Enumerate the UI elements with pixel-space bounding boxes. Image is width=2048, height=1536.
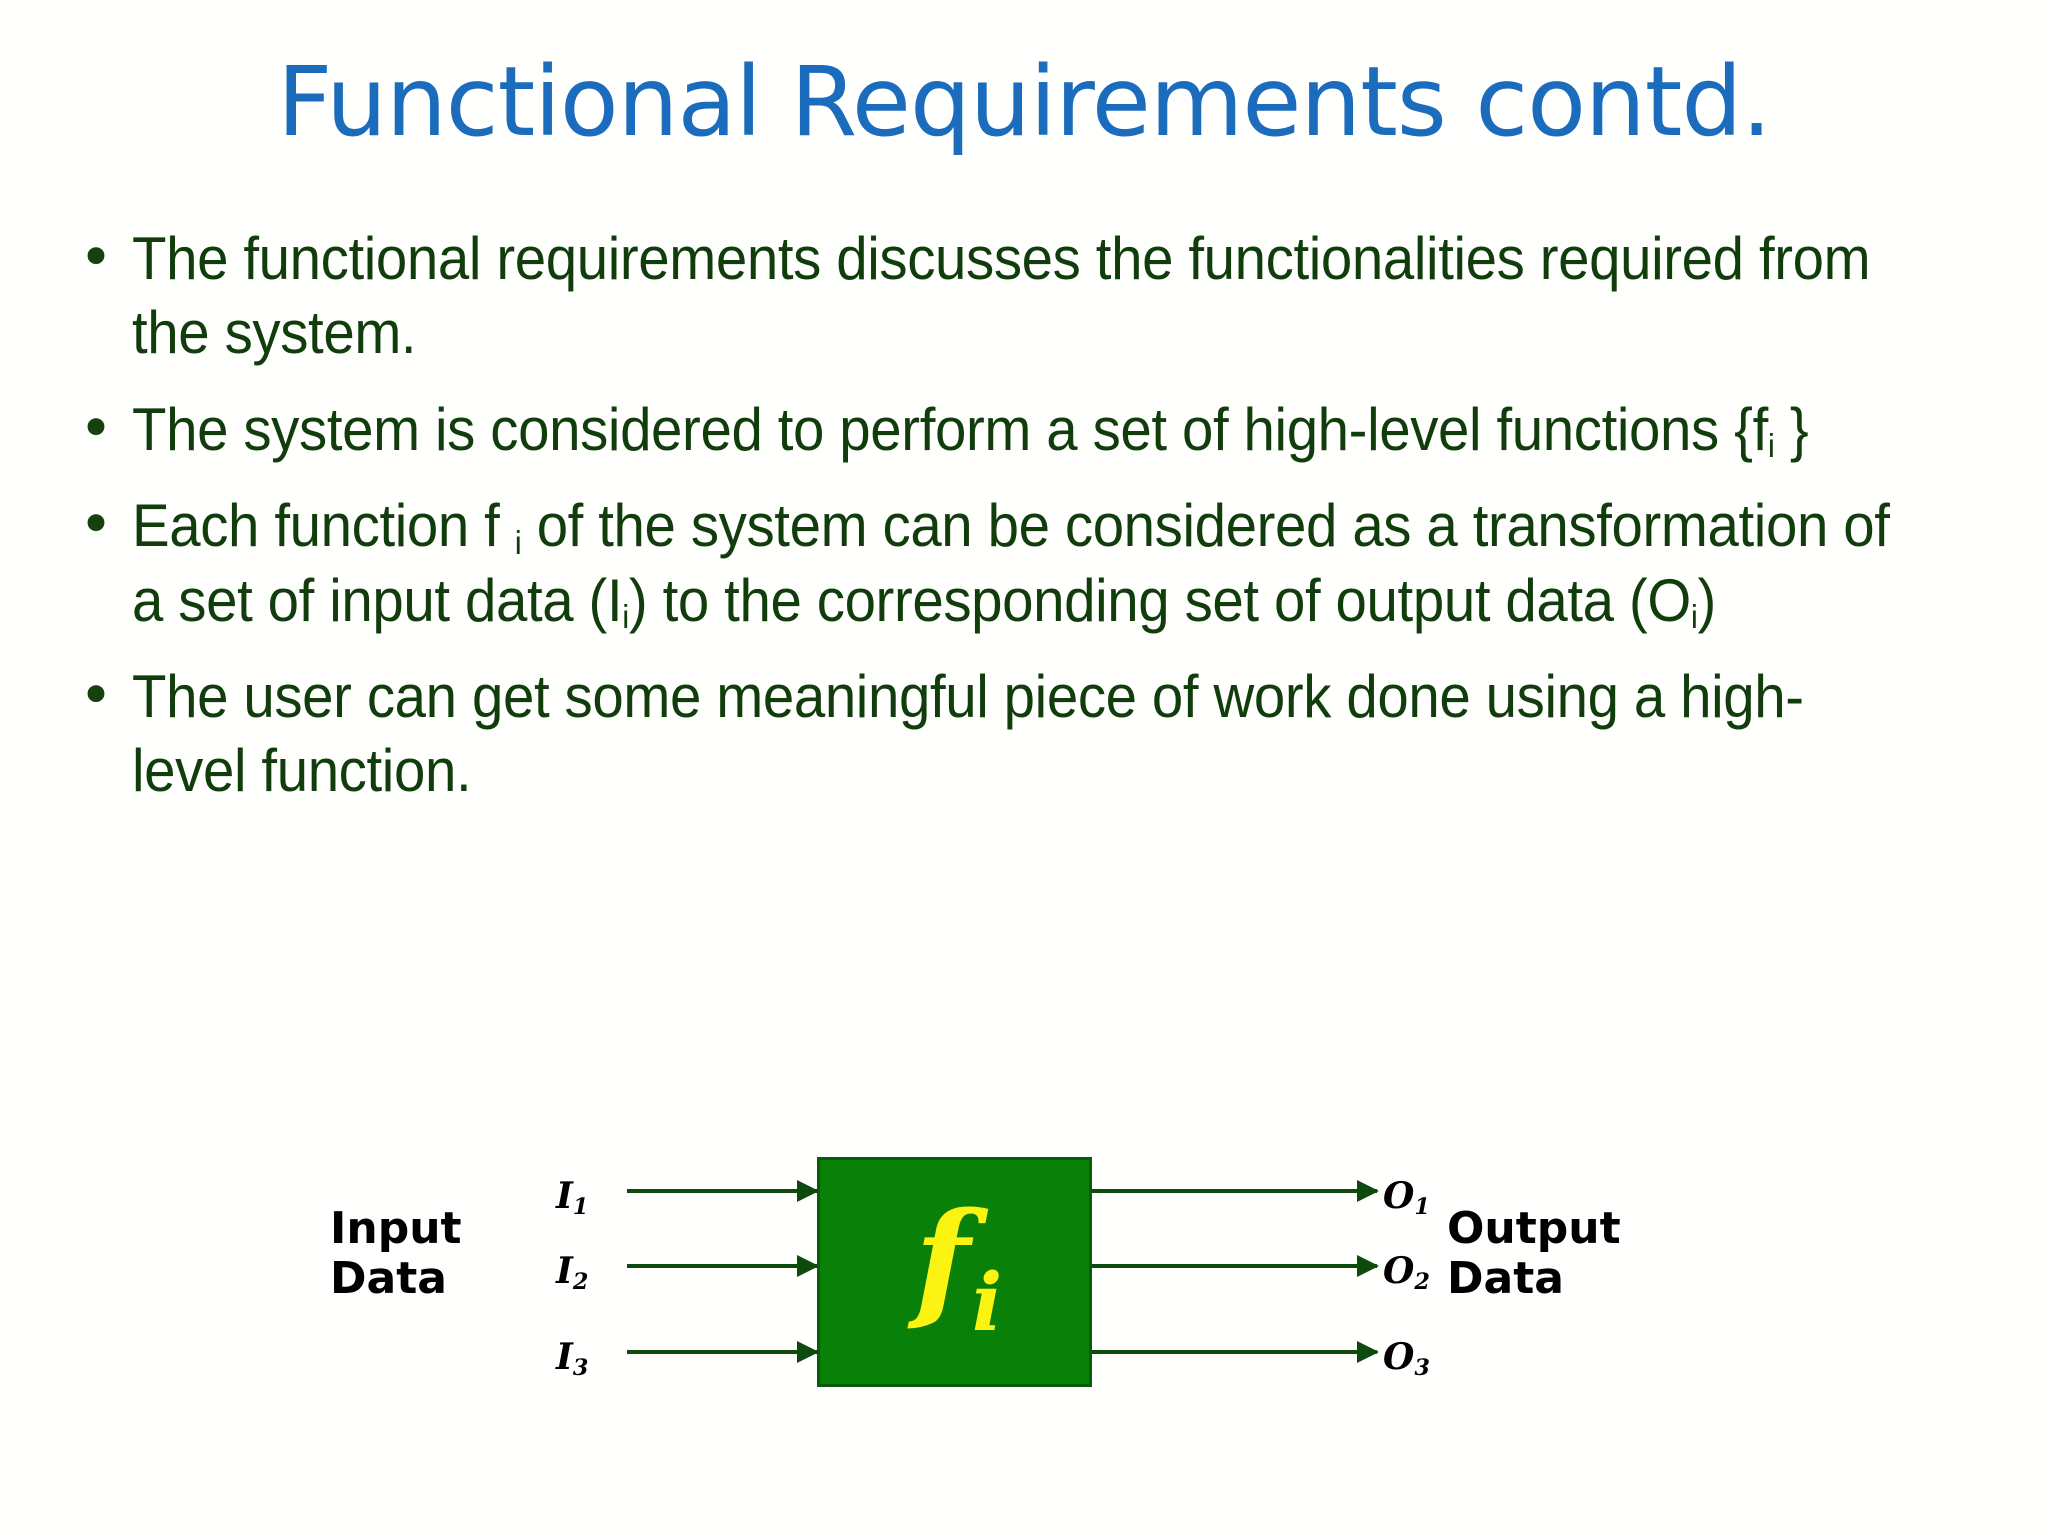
bullet-2-subscript: i [1767, 428, 1775, 466]
output-port-2: O2 [1383, 1252, 1430, 1295]
bullet-3-subscript-1: i [514, 524, 522, 562]
output-port-2-index: 2 [1414, 1269, 1430, 1296]
input-port-2: I2 [556, 1252, 588, 1295]
bullet-text-1: The functional requirements discusses th… [132, 222, 1907, 371]
bullet-3-subscript-2: i [622, 598, 629, 636]
input-port-2-index: 2 [572, 1269, 589, 1296]
input-port-1-base: I [556, 1175, 573, 1217]
input-arrow-1-icon [627, 1180, 819, 1202]
bullet-text-4: The user can get some meaningful piece o… [132, 660, 1907, 809]
input-data-label-line1: Input [330, 1203, 462, 1254]
bullet-marker-2: • [78, 393, 114, 462]
list-item: • The functional requirements discusses … [60, 222, 2020, 371]
function-box-index: i [971, 1255, 1003, 1349]
bullet-2-prefix: The system is considered to perform a se… [132, 395, 1768, 463]
input-arrow-2-icon [627, 1255, 819, 1277]
bullet-3-part3: ) to the corresponding set of output dat… [628, 566, 1691, 634]
bullet-text-2: The system is considered to perform a se… [132, 393, 1907, 467]
input-port-1: I1 [556, 1177, 588, 1220]
bullet-marker-4: • [78, 660, 114, 729]
input-arrow-3-icon [627, 1341, 819, 1363]
input-port-3-base: I [556, 1336, 573, 1378]
output-port-1-base: O [1383, 1175, 1415, 1217]
bullet-marker-3: • [78, 490, 114, 559]
input-port-3: I3 [556, 1338, 588, 1381]
input-data-label: Input Data [330, 1204, 462, 1304]
function-box: fi [817, 1157, 1092, 1387]
bullet-4-body: The user can get some meaningful piece o… [132, 662, 1804, 805]
output-port-1-index: 1 [1414, 1194, 1430, 1221]
bullet-3-part4: ) [1697, 566, 1717, 634]
output-arrow-1-icon [1092, 1180, 1379, 1202]
bullet-list: • The functional requirements discusses … [60, 222, 2020, 831]
output-data-label: Output Data [1447, 1204, 1621, 1304]
output-port-3-base: O [1383, 1336, 1415, 1378]
input-port-1-index: 1 [572, 1194, 589, 1221]
function-box-base: f [914, 1185, 970, 1335]
input-port-2-base: I [556, 1250, 573, 1292]
bullet-3-subscript-3: i [1690, 598, 1698, 636]
output-port-2-base: O [1383, 1250, 1415, 1292]
input-data-label-line2: Data [330, 1253, 447, 1304]
bullet-3-part2: of the system can be considered as a tra… [132, 492, 1890, 634]
output-data-label-line2: Data [1447, 1253, 1564, 1304]
list-item: • The user can get some meaningful piece… [60, 660, 2020, 809]
input-port-3-index: 3 [572, 1355, 589, 1382]
bullet-2-suffix: } [1774, 395, 1809, 463]
list-item: • Each function f i of the system can be… [60, 489, 2020, 638]
bullet-text-3: Each function f i of the system can be c… [132, 489, 1907, 638]
output-port-1: O1 [1383, 1177, 1430, 1220]
function-box-label: fi [820, 1160, 1095, 1390]
output-arrow-2-icon [1092, 1255, 1379, 1277]
bullet-1-body: The functional requirements discusses th… [132, 225, 1871, 367]
bullet-marker-1: • [78, 223, 114, 291]
output-data-label-line1: Output [1447, 1203, 1621, 1254]
page-title: Functional Requirements contd. [277, 46, 1772, 158]
output-arrow-3-icon [1092, 1341, 1379, 1363]
list-item: • The system is considered to perform a … [60, 393, 2020, 467]
output-port-3: O3 [1383, 1338, 1430, 1381]
function-transformation-diagram: Input Data I1 I2 I3 fi O1 O2 O3 Output D… [330, 1142, 1730, 1442]
bullet-3-part1: Each function f [132, 492, 515, 560]
output-port-3-index: 3 [1414, 1355, 1430, 1382]
